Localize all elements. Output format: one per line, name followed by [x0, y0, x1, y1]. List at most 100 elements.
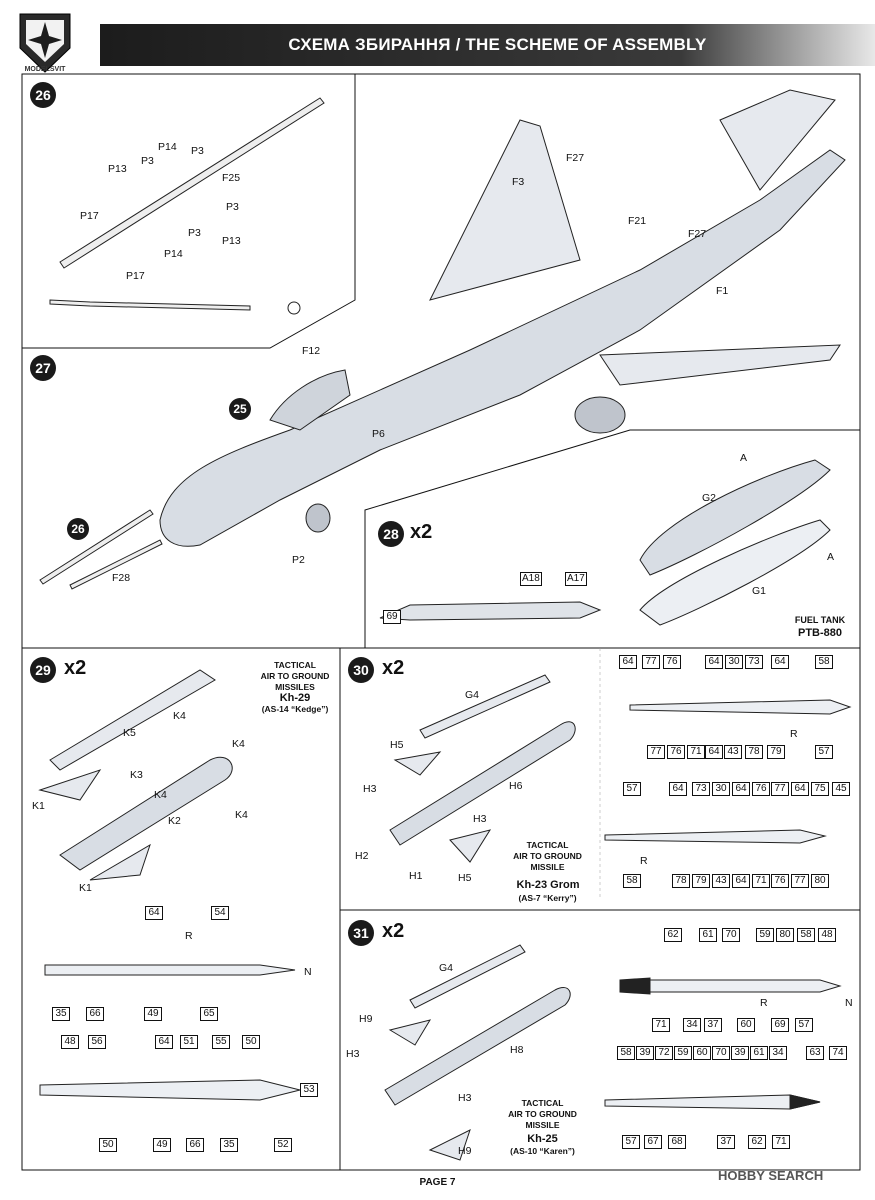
caption-kh23-code: (AS-7 “Kerry”) [518, 893, 577, 903]
watermark: HOBBY SEARCH [718, 1168, 824, 1183]
callout-57: 57 [815, 745, 833, 759]
callout-70: 70 [722, 928, 740, 942]
callout-71-d: 71 [772, 1135, 790, 1149]
callout-a17: A17 [565, 572, 587, 586]
label-p13-b: P13 [222, 235, 241, 247]
caption-kh25-type: TACTICAL AIR TO GROUND MISSILE [508, 1098, 577, 1130]
caption-fuel-tank: FUEL TANK [794, 615, 846, 625]
callout-58-b: 58 [623, 874, 641, 888]
label-h3: H3 [363, 783, 377, 795]
callout-37-b: 37 [717, 1135, 735, 1149]
kh25-fin-2 [428, 1129, 471, 1161]
callout-77-b: 77 [647, 745, 665, 759]
step-29-mult: x2 [64, 657, 87, 679]
callout-59: 59 [756, 928, 774, 942]
label-r-d: R [760, 997, 768, 1009]
step-26-ref: 26 [67, 518, 89, 540]
kh23-side-2 [604, 829, 827, 844]
label-p13: P13 [108, 163, 127, 175]
callout-a18: A18 [520, 572, 542, 586]
callout-48: 48 [61, 1035, 79, 1049]
label-r-c: R [640, 855, 648, 867]
label-h3-d: H3 [458, 1092, 472, 1104]
callout-78: 78 [745, 745, 763, 759]
callout-57-d: 57 [622, 1135, 640, 1149]
label-h5-b: H5 [458, 872, 472, 884]
callout-60: 60 [737, 1018, 755, 1032]
label-r: R [185, 930, 193, 942]
label-k3: K3 [130, 769, 143, 781]
f28-rods [39, 509, 154, 585]
callout-79: 79 [767, 745, 785, 759]
callout-77-d: 77 [791, 874, 809, 888]
callout-64-b: 64 [155, 1035, 173, 1049]
callout-76-b: 76 [667, 745, 685, 759]
callout-70-b: 70 [712, 1046, 730, 1060]
callout-73-b: 73 [692, 782, 710, 796]
callout-54: 54 [211, 906, 229, 920]
label-h9-b: H9 [458, 1145, 472, 1157]
callout-79-b: 79 [692, 874, 710, 888]
callout-50-b: 50 [99, 1138, 117, 1152]
label-f27: F27 [566, 152, 585, 164]
nose-gear [305, 503, 331, 533]
callout-69: 69 [383, 610, 401, 624]
callout-64-j: 64 [732, 874, 750, 888]
fuel-tank-lower [639, 519, 831, 626]
caption-kh29-name: Kh-29 [279, 692, 311, 704]
label-f12: F12 [302, 345, 321, 357]
label-k4-d: K4 [235, 809, 248, 821]
step-27-badge: 27 [30, 355, 56, 381]
label-p3-c: P3 [226, 201, 239, 213]
label-g4-b: G4 [439, 962, 454, 974]
callout-61: 61 [699, 928, 717, 942]
callout-58-c: 58 [797, 928, 815, 942]
label-p3-b: P3 [191, 145, 204, 157]
step-26-badge: 26 [30, 82, 56, 108]
callout-58-d: 58 [617, 1046, 635, 1060]
callout-66: 66 [86, 1007, 104, 1021]
label-h3-c: H3 [346, 1048, 360, 1060]
callout-43: 43 [724, 745, 742, 759]
step-25-ref: 25 [229, 398, 251, 420]
aircraft-fuselage [159, 149, 846, 547]
caption-kh25-code: (AS-10 “Karen”) [510, 1146, 575, 1156]
callout-64: 64 [145, 906, 163, 920]
callout-30-b: 30 [712, 782, 730, 796]
label-h3-b: H3 [473, 813, 487, 825]
label-a: A [740, 452, 748, 464]
label-f3: F3 [512, 176, 525, 188]
modelsvit-logo [19, 13, 71, 73]
callout-62-b: 62 [748, 1135, 766, 1149]
callout-45: 45 [832, 782, 850, 796]
caption-kh25-name: Kh-25 [527, 1133, 558, 1145]
callout-63: 63 [806, 1046, 824, 1060]
callout-71-c: 71 [652, 1018, 670, 1032]
antenna-rod [49, 299, 251, 311]
aircraft-canopy [269, 369, 351, 431]
callout-57-c: 57 [795, 1018, 813, 1032]
callout-37: 37 [704, 1018, 722, 1032]
callout-77: 77 [642, 655, 660, 669]
kh29-fin-2 [89, 843, 151, 881]
kh23-fin-2 [449, 829, 492, 863]
callout-35: 35 [52, 1007, 70, 1021]
callout-59-b: 59 [674, 1046, 692, 1060]
label-h6: H6 [509, 780, 523, 792]
callout-76: 76 [663, 655, 681, 669]
callout-72: 72 [655, 1046, 673, 1060]
aircraft-tail [719, 89, 836, 191]
label-p14: P14 [158, 141, 177, 153]
label-p17: P17 [80, 210, 99, 222]
label-h9: H9 [359, 1013, 373, 1025]
label-n-b: N [845, 997, 853, 1009]
kh25-rail [409, 944, 526, 1009]
kh25-body [384, 987, 571, 1106]
callout-61-b: 61 [750, 1046, 768, 1060]
step-28-mult: x2 [410, 521, 433, 543]
callout-64-c: 64 [619, 655, 637, 669]
kh23-fin [393, 751, 442, 776]
callout-67: 67 [644, 1135, 662, 1149]
callout-71-b: 71 [752, 874, 770, 888]
